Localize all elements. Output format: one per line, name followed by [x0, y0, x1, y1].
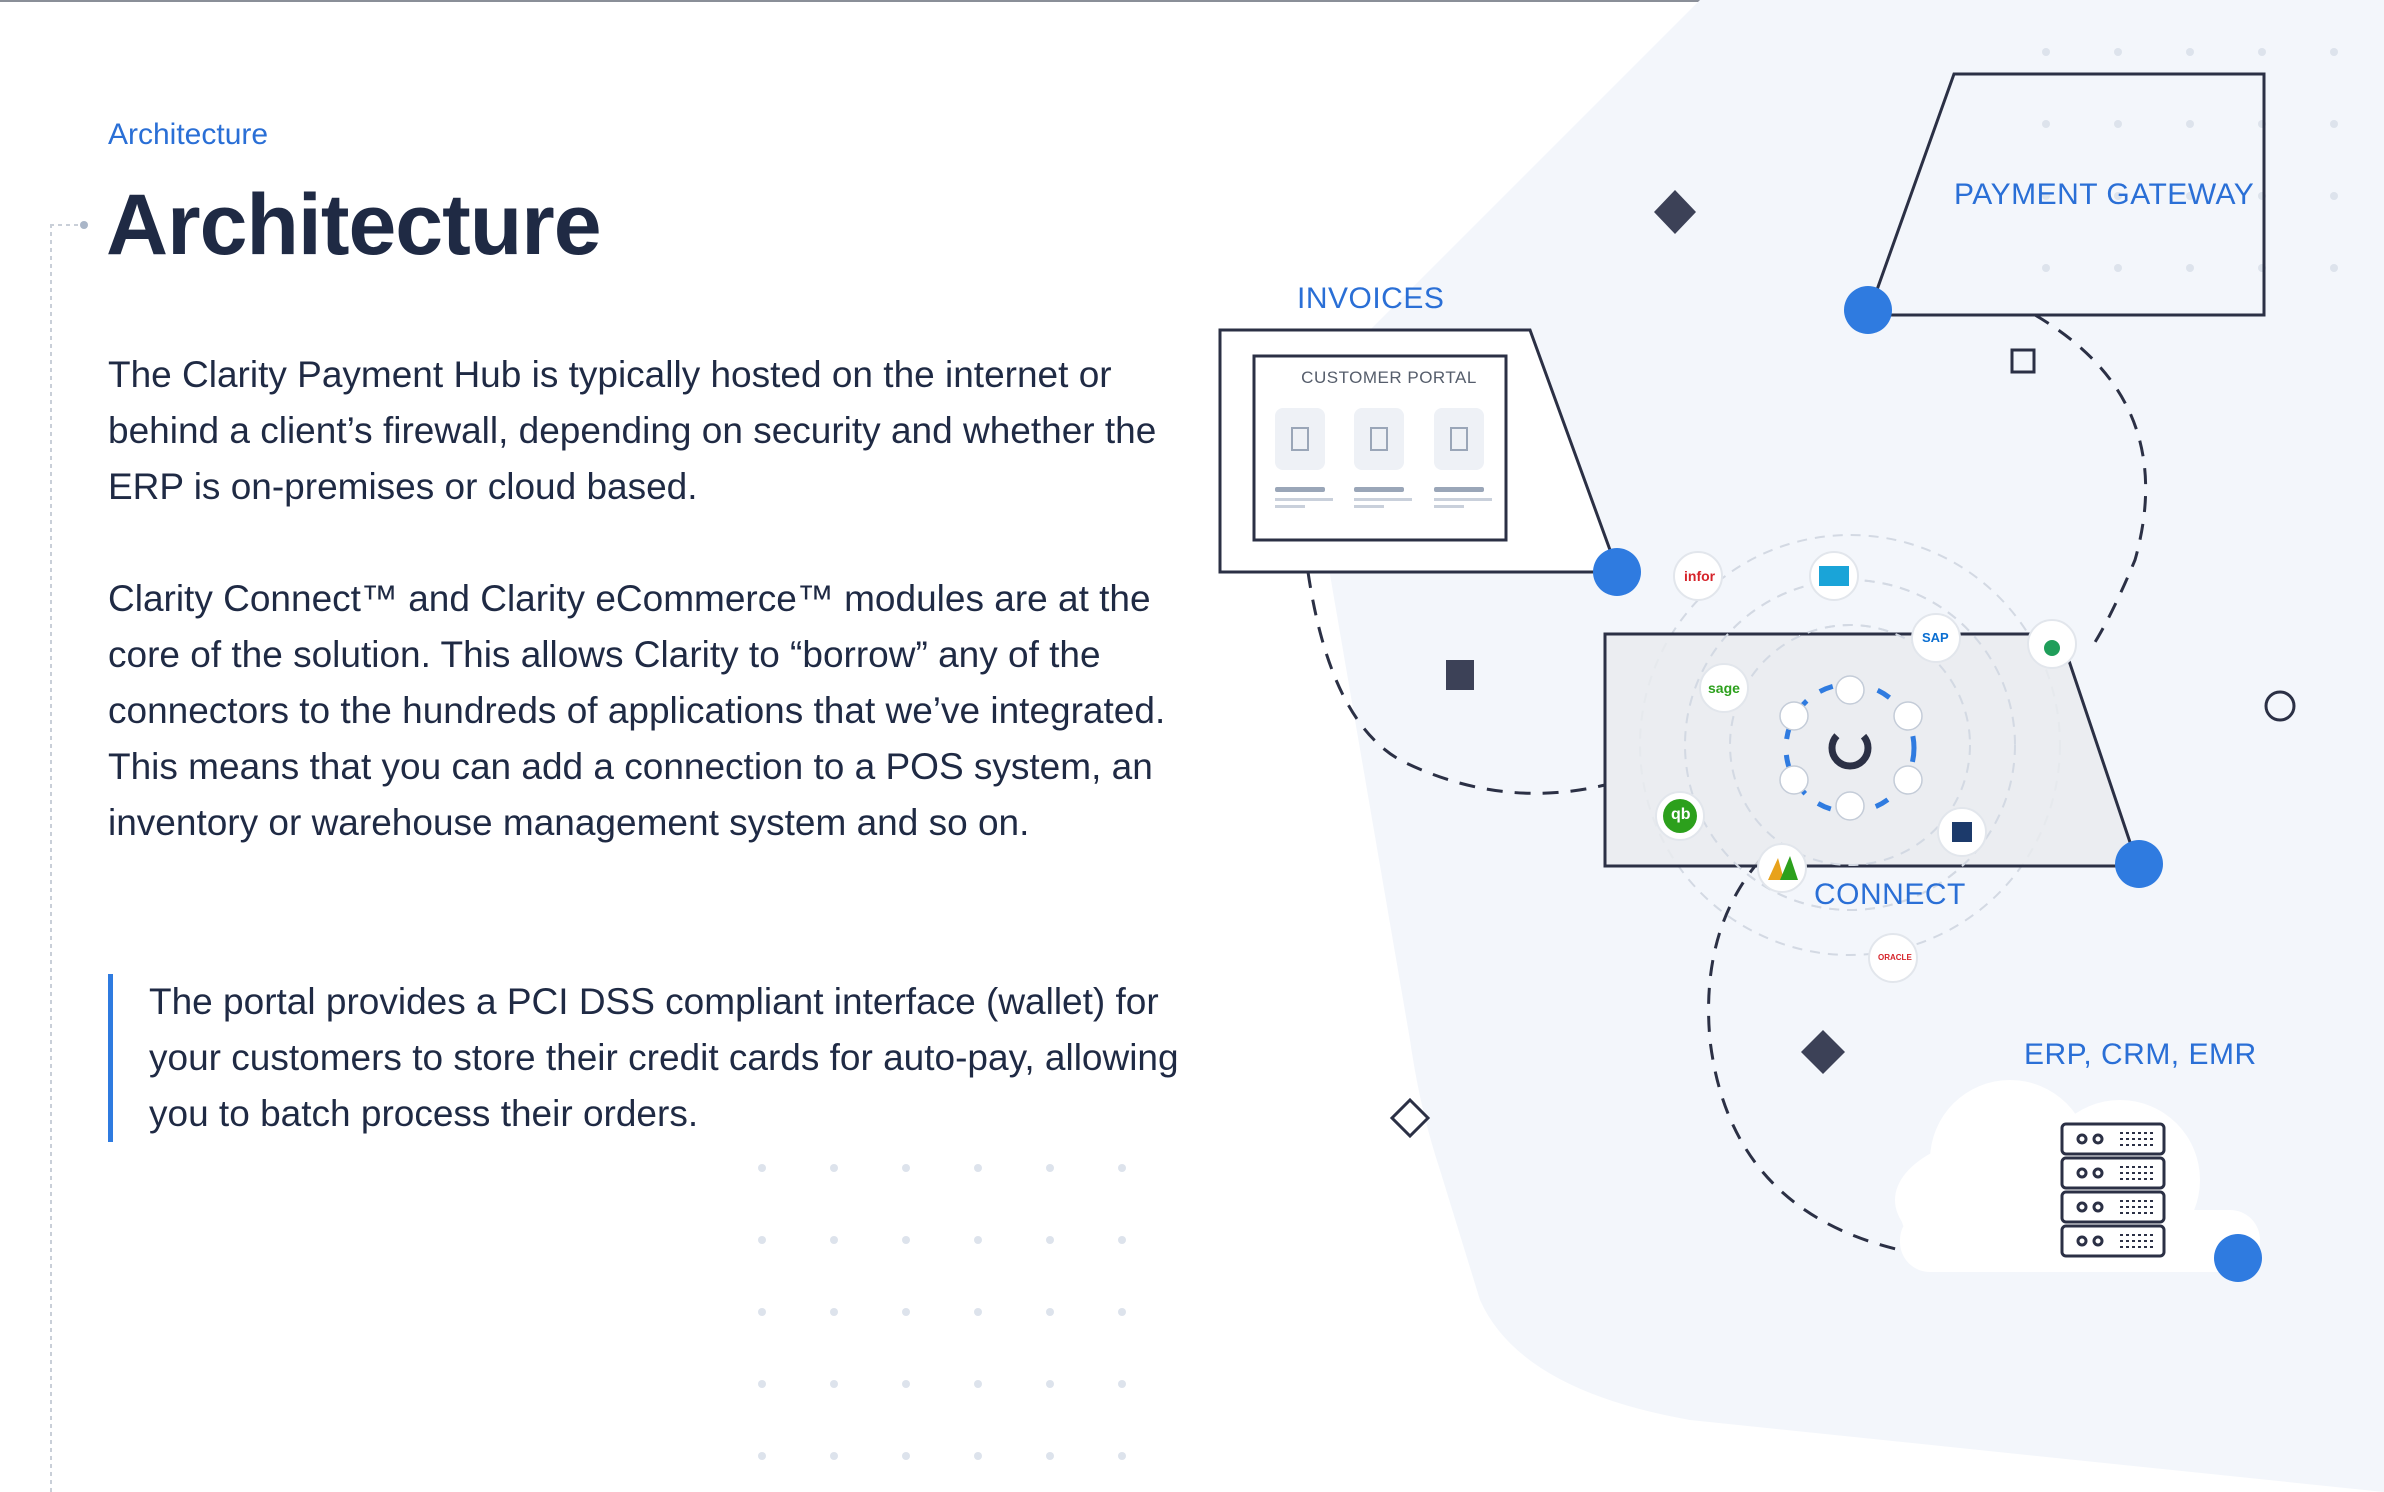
sage-logo: sage: [1708, 680, 1740, 696]
breadcrumb[interactable]: Architecture: [108, 118, 269, 151]
server-icon: [2060, 1122, 2166, 1258]
erp-label: ERP, CRM, EMR: [2024, 1038, 2257, 1071]
infor-logo: infor: [1684, 568, 1716, 584]
gateway-node: [1844, 286, 1892, 334]
quote-text: The portal provides a PCI DSS compliant …: [149, 981, 1179, 1134]
infor-logo-bubble: [1673, 551, 1723, 601]
circle-outline: [2264, 690, 2296, 722]
rail-dot: [80, 221, 88, 229]
quickbooks-logo: qb: [1671, 806, 1691, 823]
customer-portal-label: CUSTOMER PORTAL: [1301, 368, 1477, 387]
diamond-outline: [1389, 1097, 1431, 1139]
sage-logo-bubble: [1699, 663, 1749, 713]
dynamics-logo-bubble: [1757, 843, 1807, 893]
sap-logo-bubble: [1911, 613, 1961, 663]
arc-gateway-connect: [2034, 313, 2148, 651]
connect-node: [2115, 840, 2163, 888]
square-outline: [2010, 348, 2036, 374]
square-shape: [1446, 660, 1474, 690]
blockquote: The portal provides a PCI DSS compliant …: [108, 974, 1188, 1142]
erp-node: [2214, 1234, 2262, 1282]
payment-gateway-box: [1865, 72, 2266, 317]
connect-paragraph: Clarity Connect™ and Clarity eCommerce™ …: [108, 578, 1166, 843]
page-title: Architecture: [106, 177, 602, 273]
payment-gateway-label: PAYMENT GATEWAY: [1954, 178, 2255, 211]
oracle-logo-bubble: [1868, 933, 1918, 983]
oracle-logo: ORACLE: [1878, 953, 1912, 962]
invoices-node: [1593, 548, 1641, 596]
rail-tick: [50, 224, 82, 226]
diamond-shape: [1654, 190, 1696, 234]
intro-paragraph: The Clarity Payment Hub is typically hos…: [108, 354, 1157, 507]
left-dotted-rail: [50, 224, 52, 1492]
top-border: [0, 0, 2384, 2]
invoices-label: INVOICES: [1297, 282, 1445, 315]
sap-logo: SAP: [1922, 630, 1949, 645]
diamond-shape: [1801, 1030, 1845, 1074]
connect-label: CONNECT: [1814, 878, 1966, 911]
